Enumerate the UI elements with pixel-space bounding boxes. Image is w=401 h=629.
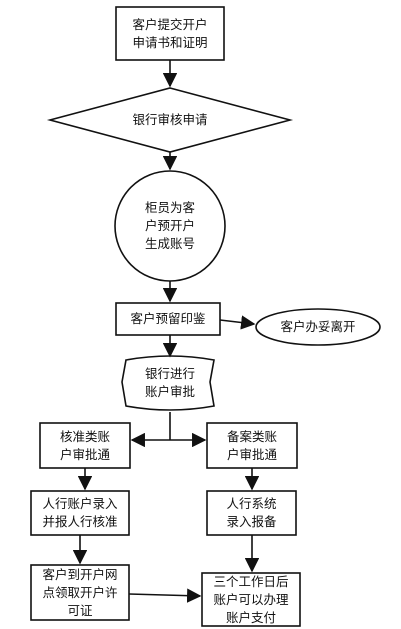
node-approve-shape xyxy=(121,355,215,411)
node-leave-shape xyxy=(255,308,381,346)
node-filing-type-shape xyxy=(206,422,298,469)
node-approval-type-shape xyxy=(39,422,131,469)
arrow-seal-leave xyxy=(219,315,256,330)
node-payment-shape xyxy=(201,572,301,627)
node-pickup-shape xyxy=(30,564,130,621)
node-review-shape xyxy=(46,87,294,153)
node-submit-shape xyxy=(115,6,225,61)
node-seal-shape xyxy=(115,302,221,336)
arrow-pickup-to-payment xyxy=(128,588,202,603)
node-teller-shape xyxy=(114,170,226,282)
node-pboc-system-shape xyxy=(206,490,297,536)
node-pboc-entry-shape xyxy=(30,490,130,536)
